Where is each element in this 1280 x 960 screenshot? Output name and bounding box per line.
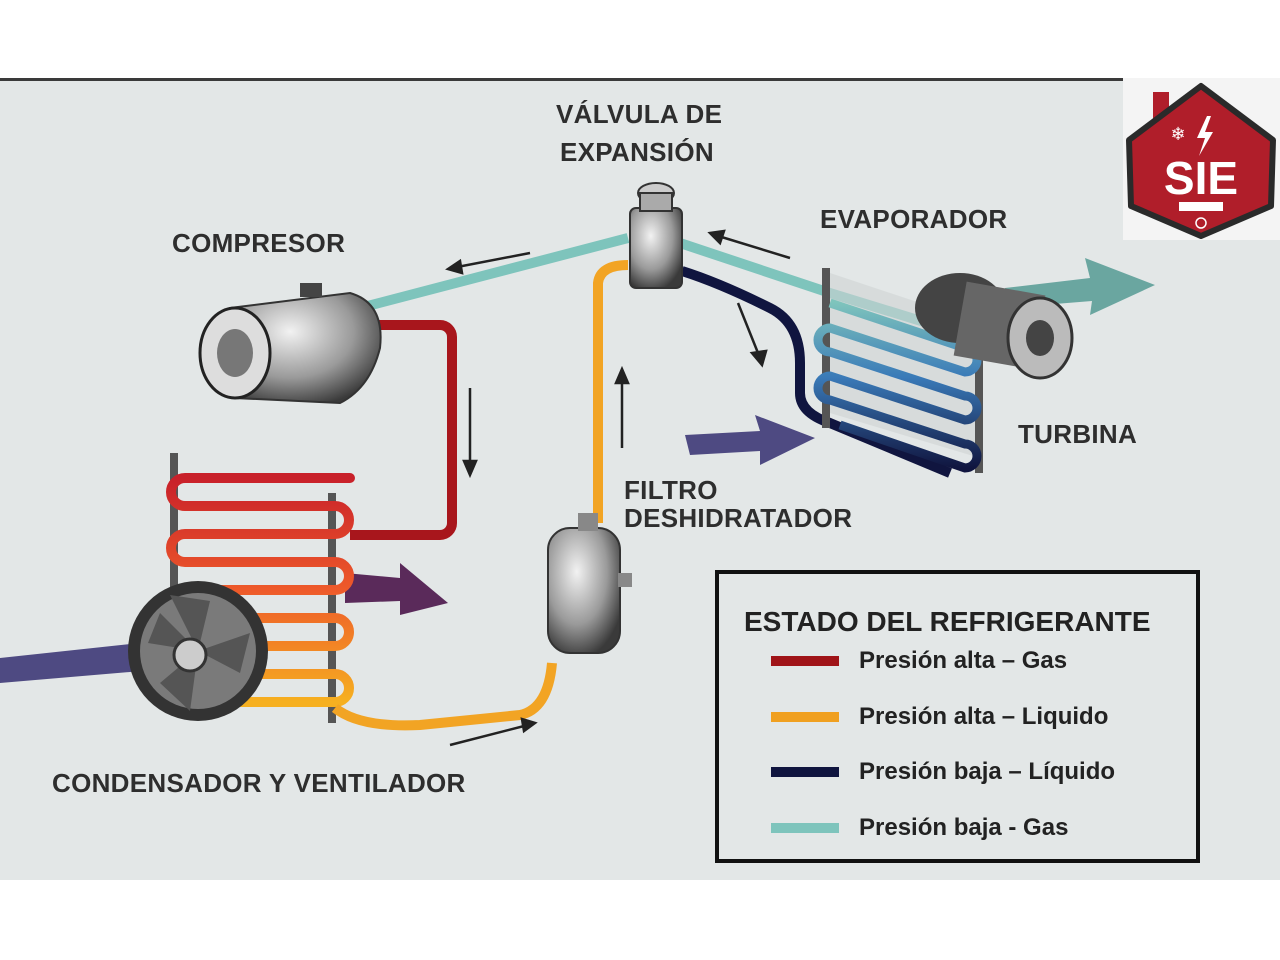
- filter-drier: [547, 513, 632, 654]
- label-filter-1: FILTRO: [624, 475, 718, 505]
- legend-item: Presión alta – Liquido: [771, 702, 1108, 732]
- label-condenser-fan: CONDENSADOR Y VENTILADOR: [52, 768, 466, 798]
- air-flow-arrow-fan: [0, 623, 185, 688]
- diagram-area: VÁLVULA DE EXPANSIÓN COMPRESOR EVAPORADO…: [0, 78, 1280, 880]
- flow-direction-arrows: [445, 229, 791, 747]
- legend-swatch: [771, 712, 839, 722]
- air-flow-arrow-condenser: [345, 563, 448, 615]
- air-flow-arrow-evaporator: [685, 415, 815, 465]
- legend-item: Presión alta – Gas: [771, 646, 1067, 676]
- legend-swatch: [771, 823, 839, 833]
- label-compressor: COMPRESOR: [172, 228, 346, 258]
- legend-swatch: [771, 656, 839, 666]
- pipe-high-pressure-liquid: [331, 260, 629, 731]
- legend-label: Presión baja - Gas: [859, 814, 1069, 841]
- pipe-low-pressure-liquid: [680, 266, 952, 478]
- legend-title: ESTADO DEL REFRIGERANTE: [744, 606, 1151, 637]
- lightning-icon: [1197, 116, 1213, 156]
- sie-logo: ❄ SIE: [1123, 78, 1280, 240]
- compressor: [198, 283, 382, 405]
- turbine-blower: [915, 273, 1074, 380]
- legend-item: Presión baja – Líquido: [771, 757, 1115, 787]
- legend-label: Presión alta – Liquido: [859, 703, 1109, 730]
- legend-swatch: [771, 767, 839, 777]
- legend-item: Presión baja - Gas: [771, 813, 1068, 843]
- label-evaporator: EVAPORADOR: [820, 204, 1008, 234]
- label-expansion-valve-2: EXPANSIÓN: [560, 137, 714, 167]
- snowflake-icon: ❄: [1170, 124, 1185, 145]
- logo-text: SIE: [1164, 152, 1238, 204]
- label-turbine: TURBINA: [1018, 419, 1138, 449]
- legend-label: Presión alta – Gas: [859, 647, 1068, 674]
- pipe-high-pressure-gas: [350, 320, 457, 540]
- expansion-valve: [629, 182, 683, 289]
- label-filter-2: DESHIDRATADOR: [624, 503, 853, 533]
- condenser-fan: [128, 581, 268, 721]
- legend: ESTADO DEL REFRIGERANTE Presión alta – G…: [715, 570, 1200, 863]
- legend-label: Presión baja – Líquido: [859, 758, 1116, 785]
- refrigeration-cycle-diagram: [0, 182, 1155, 747]
- label-expansion-valve-1: VÁLVULA DE: [556, 99, 723, 129]
